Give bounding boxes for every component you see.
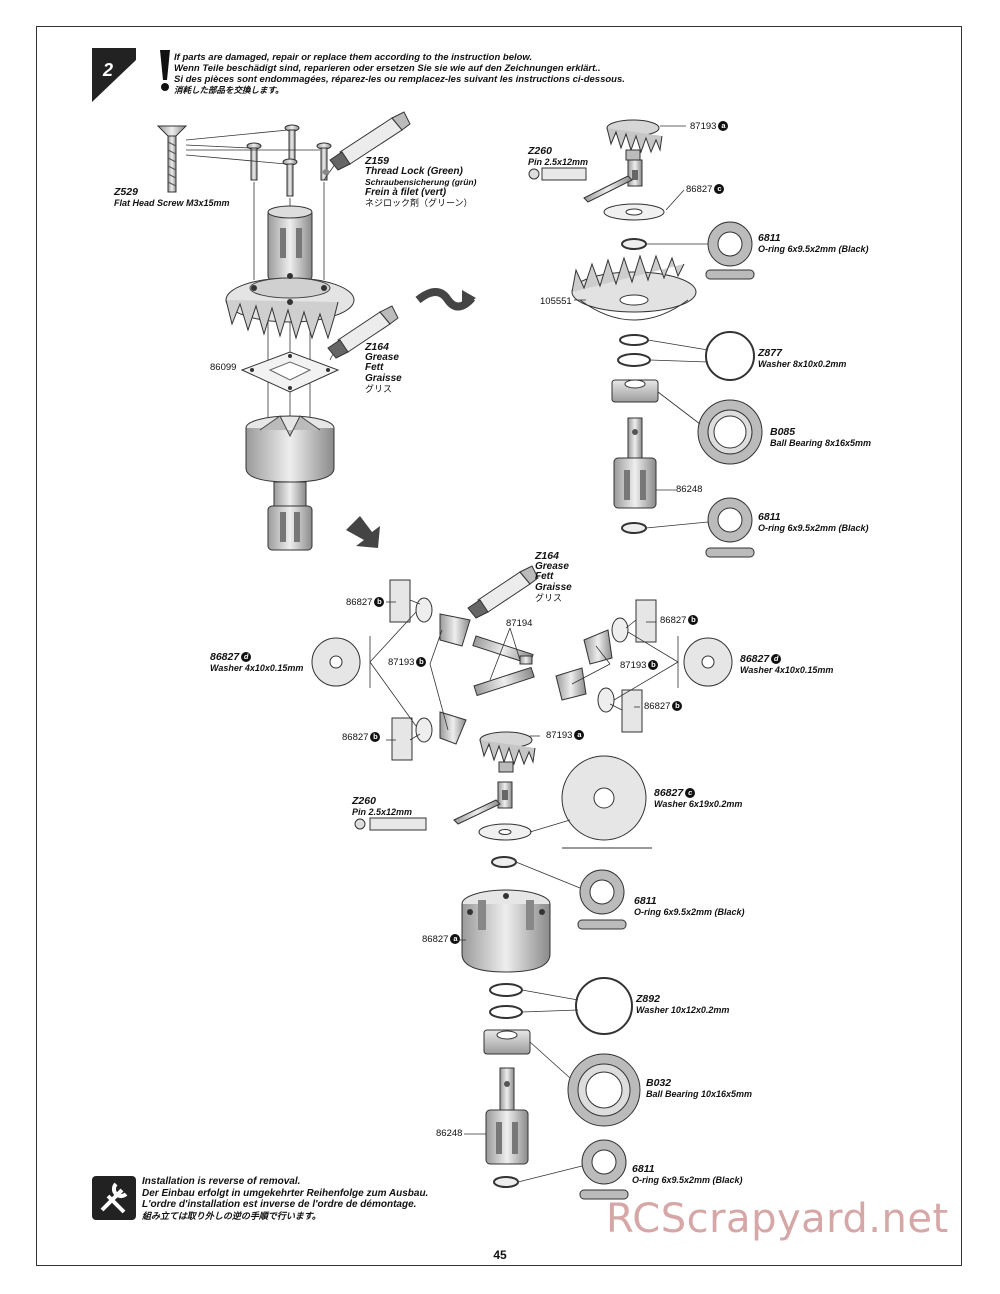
label-6811-bottom-1: 6811 O-ring 6x9.5x2mm (Black): [634, 895, 745, 917]
label-86248-top: 86248: [676, 484, 703, 495]
ring-gear-top-right-drawing: [571, 254, 697, 321]
washer-z892-drawing: [489, 983, 523, 1019]
label-z260-bottom: Z260 Pin 2.5x12mm: [352, 795, 413, 817]
label-6811-top: 6811 O-ring 6x9.5x2mm (Black): [758, 232, 869, 254]
install-line-fr: L'ordre d'installation est inverse de l'…: [142, 1199, 417, 1210]
oring-bottom-small-drawing-2: [493, 1176, 519, 1188]
install-line-de: Der Einbau erfolgt in umgekehrter Reihen…: [142, 1187, 429, 1199]
watermark: RCScrapyard.net: [606, 1196, 949, 1242]
label-z159: Z159 Thread Lock (Green) Schraubensicher…: [365, 155, 477, 208]
oring-top-bottom-callout: [705, 497, 755, 558]
label-b085: B085 Ball Bearing 8x16x5mm: [770, 426, 872, 448]
install-line-jp: 組み立ては取り外しの逆の手順で行います。: [142, 1210, 321, 1221]
washer-d-right-callout: [683, 637, 733, 687]
threadlock-tube-drawing: [322, 111, 411, 175]
grease-tube-drawing-1: [327, 305, 399, 359]
label-6811-bottom-2: 6811 O-ring 6x9.5x2mm (Black): [632, 1163, 743, 1185]
bearing-bottom-drawing: [483, 1029, 531, 1055]
screws-drawing: [246, 124, 332, 197]
leader-lines-mid: [369, 599, 679, 741]
warning-line-jp: 消耗した部品を交換します。: [174, 85, 284, 95]
grease-tube-drawing-2: [467, 565, 539, 619]
warning-text: If parts are damaged, repair or replace …: [174, 52, 625, 96]
bevel-gear-top-drawing: [606, 119, 663, 161]
label-z164-mid: Z164 Grease Fett Graisse グリス: [535, 550, 572, 603]
gasket-drawing: [240, 351, 340, 393]
leader-lines-tr: [574, 125, 709, 529]
wrench-icon: [92, 1176, 136, 1220]
oring-top-bottom-drawing: [621, 522, 647, 534]
install-note: Installation is reverse of removal. Der …: [142, 1176, 428, 1222]
ring-gear-drawing: [225, 273, 355, 340]
bearing-top-drawing: [611, 379, 659, 403]
bevel-gear-bottom-drawing: [479, 731, 536, 773]
outdrive-top-drawing: [613, 417, 657, 509]
oring-bottom-small-drawing: [491, 856, 517, 868]
washer-d-left-callout: [311, 637, 361, 687]
washer-c-bottom-drawing: [478, 823, 532, 841]
bearing-top-callout: [697, 399, 763, 465]
leader-lines-bottom: [460, 819, 583, 1183]
oring-top-callout: [705, 221, 755, 280]
arrow-icon-right: [415, 288, 476, 311]
outdrive-bottom-drawing: [485, 1067, 529, 1165]
diff-case-bottom-drawing: [461, 889, 551, 973]
pin-drawing-bottom: [354, 781, 513, 831]
label-105551: 105551: [540, 296, 572, 307]
label-z892: Z892 Washer 10x12x0.2mm: [636, 993, 730, 1015]
label-z164-top: Z164 Grease Fett Graisse グリス: [365, 341, 402, 394]
step-badge-shape: [92, 48, 136, 102]
arrow-icon-down: [346, 516, 380, 548]
label-86248-bottom: 86248: [436, 1128, 463, 1139]
washer-z877-drawing: [617, 334, 651, 367]
install-line-en: Installation is reverse of removal.: [142, 1176, 301, 1187]
washer-c-bottom-callout: [561, 755, 652, 849]
flat-head-screw-drawing: [156, 125, 188, 193]
label-z877: Z877 Washer 8x10x0.2mm: [758, 347, 847, 369]
page-number: 45: [493, 1248, 507, 1262]
diff-spider-drawing: [389, 579, 657, 761]
washer-z892-callout: [575, 977, 633, 1035]
label-87194: 87194: [506, 618, 533, 629]
washer-z877-callout: [705, 331, 755, 381]
output-cup-drawing: [267, 205, 313, 281]
label-b032: B032 Ball Bearing 10x16x5mm: [646, 1077, 753, 1099]
warning-icon: [160, 50, 170, 91]
washer-top-drawing: [603, 203, 665, 221]
label-86099: 86099: [210, 362, 237, 373]
oring-bottom-callout-2: [579, 1139, 629, 1200]
label-6811-top-2: 6811 O-ring 6x9.5x2mm (Black): [758, 511, 869, 533]
label-z260-top: Z260 Pin 2.5x12mm: [528, 145, 589, 167]
warning-line-en: If parts are damaged, repair or replace …: [174, 52, 533, 63]
oring-top-small-drawing: [621, 238, 647, 250]
diff-case-drawing: [245, 415, 335, 551]
warning-line-fr: Si des pièces sont endommagées, réparez-…: [174, 74, 625, 85]
step-number: 2: [102, 60, 113, 80]
pin-drawing-top: [528, 159, 643, 203]
page-frame: [36, 26, 962, 1266]
warning-line-de: Wenn Teile beschädigt sind, reparieren o…: [174, 63, 601, 74]
bearing-bottom-callout: [567, 1053, 641, 1127]
label-z529: Z529 Flat Head Screw M3x15mm: [114, 186, 230, 208]
oring-bottom-callout-1: [577, 869, 627, 930]
